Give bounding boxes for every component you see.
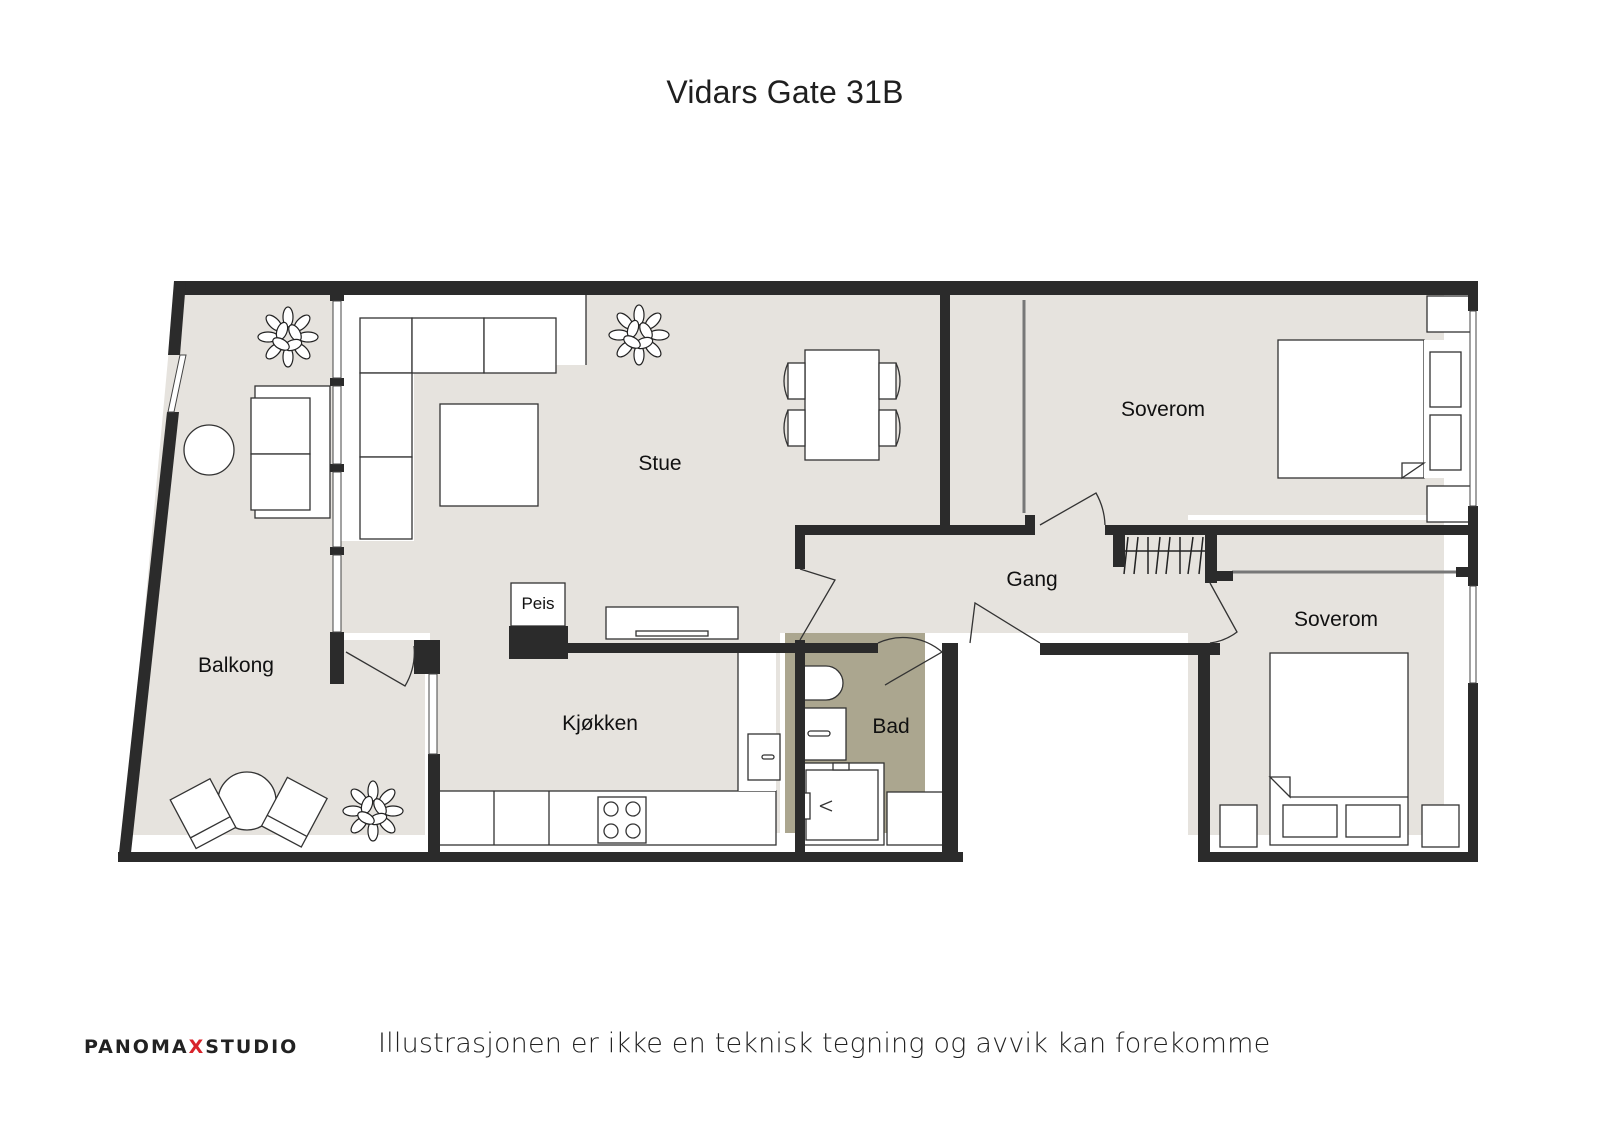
patio-chair [169, 777, 237, 850]
dining-table [783, 349, 901, 461]
patio-chair [260, 776, 328, 848]
soverom-2-door [1209, 582, 1238, 644]
sofa [359, 317, 557, 540]
room-label-soverom-2: Soverom [1294, 608, 1378, 631]
floor-areas [124, 283, 1444, 835]
walls [118, 281, 1478, 862]
entry-door [969, 601, 1041, 644]
nightstand [1426, 295, 1472, 333]
pillow [1429, 351, 1462, 408]
toilet [802, 665, 844, 701]
pillow [1345, 804, 1401, 838]
doors [345, 492, 1238, 687]
brand-logo: PANOMAXSTUDIO [84, 1036, 299, 1058]
fireplace [510, 582, 566, 627]
plan-title: Vidars Gate 31B [666, 74, 904, 110]
window [1469, 585, 1477, 684]
stove [597, 796, 647, 844]
pillow [1282, 804, 1338, 838]
room-label-gang: Gang [1006, 568, 1057, 591]
window [332, 471, 342, 548]
bed-1 [1277, 339, 1425, 479]
disclaimer-text: Illustrasjonen er ikke en teknisk tegnin… [378, 1028, 1271, 1059]
window [332, 554, 342, 633]
pillow [1429, 414, 1462, 471]
window [167, 354, 187, 413]
window [332, 300, 342, 379]
balkong-door [345, 645, 415, 687]
room-label-balkong: Balkong [198, 654, 274, 677]
label-peis: Peis [521, 594, 554, 613]
room-label-soverom-1: Soverom [1121, 398, 1205, 421]
room-label-kjokken: Kjøkken [562, 712, 638, 735]
furniture [169, 291, 1472, 850]
wardrobe [1122, 536, 1208, 575]
nightstand [1219, 804, 1258, 848]
room-label-stue: Stue [638, 452, 681, 475]
room-label-bad: Bad [872, 715, 909, 738]
side-table [183, 424, 235, 476]
windows [167, 300, 1477, 755]
nightstand [1421, 804, 1460, 848]
washing-machine [886, 791, 945, 846]
stue-door [799, 568, 836, 641]
nightstand [1426, 485, 1472, 523]
window [332, 385, 342, 465]
window [1469, 310, 1477, 507]
soverom-1-door [1039, 492, 1106, 526]
coffee-table [439, 403, 539, 507]
bad-door [877, 636, 944, 686]
window [428, 673, 438, 755]
